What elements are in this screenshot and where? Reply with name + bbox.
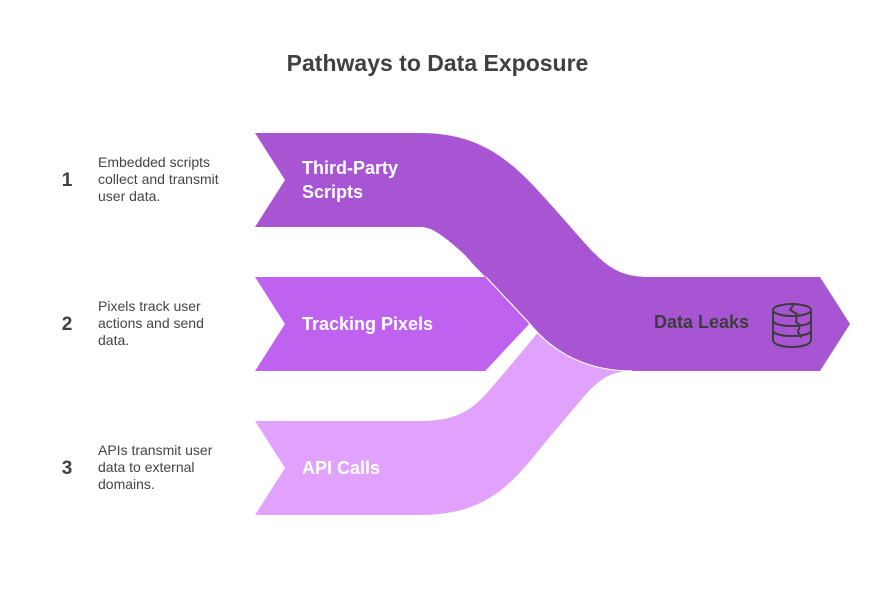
cracked-database-icon <box>772 303 812 348</box>
desc-line: Embedded scripts <box>98 154 211 170</box>
label-line: Third-Party <box>302 158 399 178</box>
desc-line: data to external <box>98 459 195 475</box>
step-number-2: 2 <box>61 314 73 335</box>
flow-band-tracking-pixels <box>255 277 530 371</box>
step-number-3: 3 <box>61 458 73 479</box>
label-line: Tracking Pixels <box>302 314 434 334</box>
band-label-third-party-scripts: Third-Party Scripts <box>302 156 398 204</box>
desc-line: domains. <box>98 476 155 492</box>
desc-line: collect and transmit <box>98 171 219 187</box>
band-label-tracking-pixels: Tracking Pixels <box>302 312 433 336</box>
diagram-title: Pathways to Data Exposure <box>286 50 589 76</box>
label-line: API Calls <box>302 458 381 478</box>
step-description-2: Pixels track user actions and send data. <box>98 298 248 349</box>
desc-line: data. <box>98 332 130 348</box>
desc-line: Pixels track user <box>98 298 201 314</box>
step-description-1: Embedded scripts collect and transmit us… <box>98 154 248 205</box>
band-separator <box>485 276 633 372</box>
band-separator-2 <box>485 323 531 372</box>
band-label-api-calls: API Calls <box>302 456 380 480</box>
desc-line: APIs transmit user <box>98 442 213 458</box>
step-number-1: 1 <box>61 170 73 191</box>
flow-band-api-calls <box>255 330 632 515</box>
step-description-3: APIs transmit user data to external doma… <box>98 442 248 493</box>
output-label-data-leaks: Data Leaks <box>654 312 750 332</box>
desc-line: user data. <box>98 188 161 204</box>
desc-line: actions and send <box>98 315 204 331</box>
flow-band-third-party-scripts <box>255 133 850 371</box>
label-line: Scripts <box>302 182 364 202</box>
